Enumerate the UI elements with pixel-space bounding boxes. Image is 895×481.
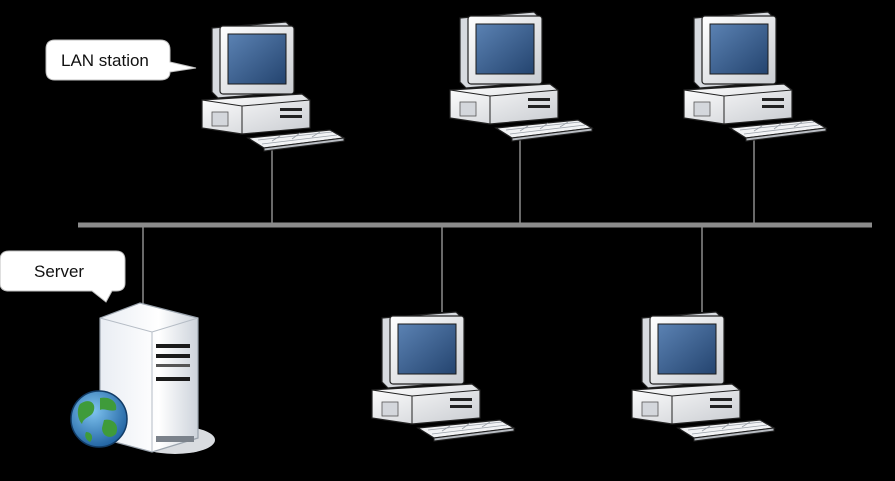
desktop-computer-icon — [683, 11, 827, 142]
callout-label-lan-station: LAN station — [61, 51, 149, 70]
desktop-computer-icon — [201, 21, 345, 152]
callout-server: Server — [0, 250, 126, 303]
callout-label-server: Server — [34, 262, 84, 281]
callout-lan-station: LAN station — [45, 39, 197, 81]
desktop-computer-icon — [631, 311, 775, 442]
desktop-computer-icon — [449, 11, 593, 142]
desktop-computer-icon — [371, 311, 515, 442]
globe-icon — [70, 390, 128, 448]
